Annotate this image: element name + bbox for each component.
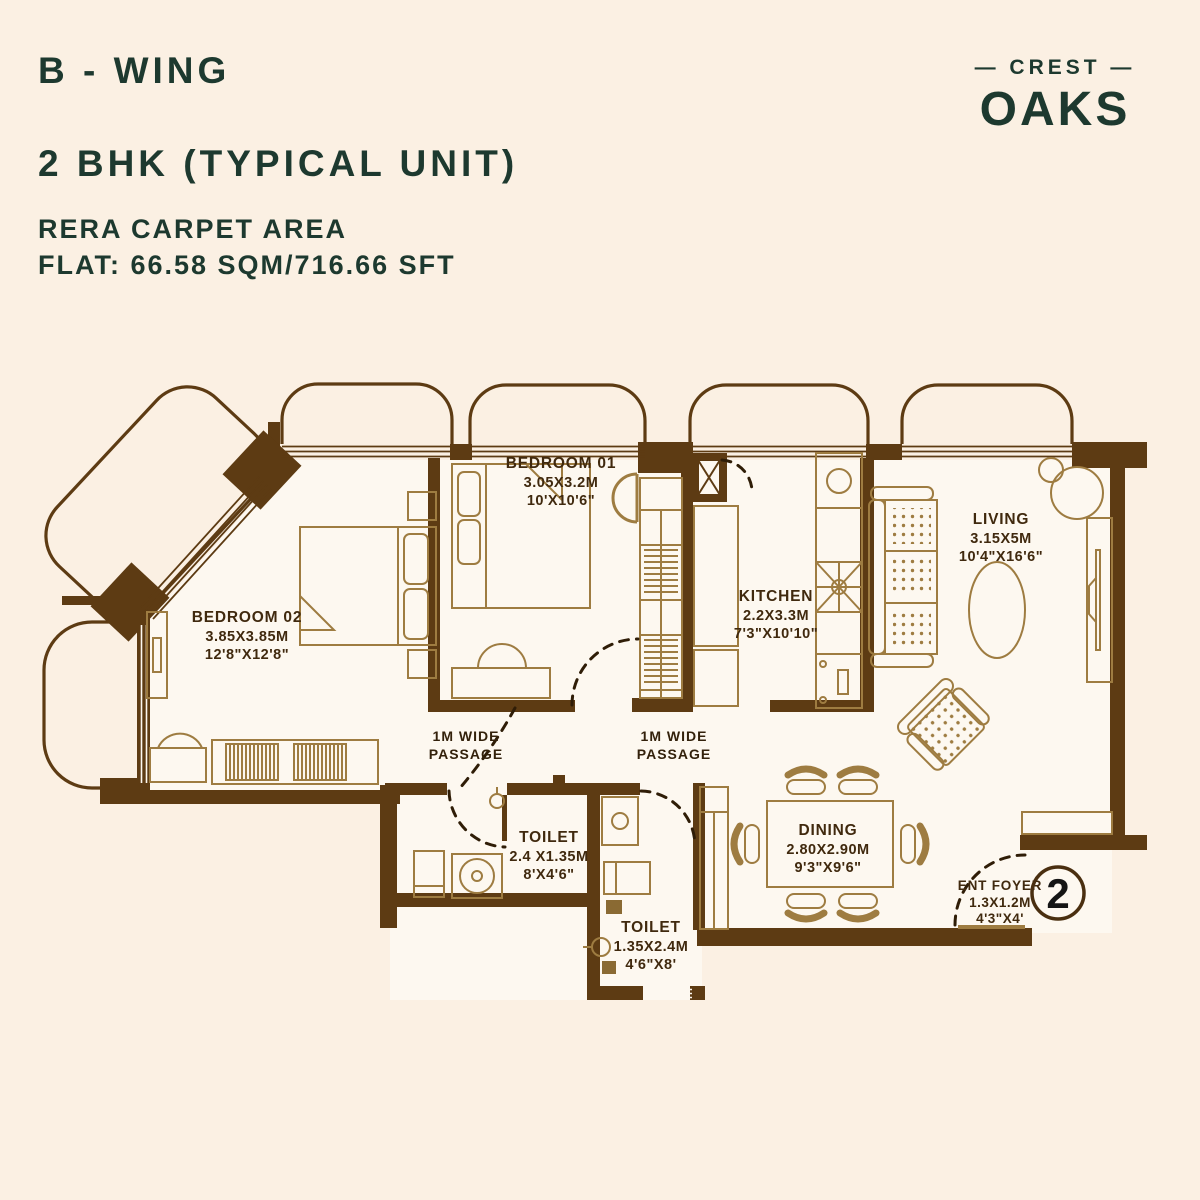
toilet1-cabinet [413, 850, 445, 898]
kitchen-counter-left [693, 505, 739, 647]
room-labels: BEDROOM 01 3.05X3.2M 10'X10'6" BEDROOM 0… [192, 455, 1043, 973]
label-passage1: 1M WIDE [433, 728, 500, 744]
carpet-area-label: RERA CARPET AREA [38, 213, 348, 244]
plan-header: B - WING 2 BHK (TYPICAL UNIT) RERA CARPE… [38, 48, 518, 284]
balcony-window-corner [44, 385, 270, 615]
shaft-cross-icon [697, 459, 721, 496]
svg-text:1.3X1.2M: 1.3X1.2M [969, 895, 1031, 910]
balcony-window-4 [900, 383, 1074, 444]
stove-icon [815, 561, 863, 613]
balcony-window-3 [688, 383, 870, 444]
svg-text:3.05X3.2M: 3.05X3.2M [524, 475, 599, 491]
kitchen-furniture [693, 452, 863, 709]
carpet-area-value: FLAT: 66.58 SQM/716.66 SFT [38, 250, 456, 281]
wing-title: B - WING 2 BHK (TYPICAL UNIT) [38, 48, 518, 187]
svg-text:4'3"X4': 4'3"X4' [976, 911, 1024, 926]
duct-shaft [697, 459, 721, 496]
armchair [896, 677, 990, 771]
svg-text:10'4"X16'6": 10'4"X16'6" [959, 549, 1043, 565]
washing-machine-icon [451, 853, 503, 899]
toilet-window-glass [644, 988, 692, 999]
svg-text:7'3"X10'10": 7'3"X10'10" [734, 626, 818, 642]
passage-door-swing [458, 706, 517, 790]
balcony-window-left [42, 620, 140, 790]
toilet2-door-swing [639, 789, 697, 847]
rug-oval [968, 561, 1026, 659]
bed01-furniture [451, 463, 639, 699]
washbasin-icon [601, 796, 639, 846]
living-furniture [868, 457, 1113, 771]
label-toilet2: TOILET [621, 919, 681, 936]
fridge-handle [837, 669, 849, 695]
label-passage2: 1M WIDE [641, 728, 708, 744]
svg-text:9'3"X9'6": 9'3"X9'6" [794, 860, 861, 876]
balcony-window-1 [280, 382, 454, 444]
entrance-door-swing [953, 853, 1027, 927]
unit-number: 2 [1046, 870, 1069, 917]
svg-text:3.15X5M: 3.15X5M [970, 531, 1032, 547]
wing-title-line1: B - WING [38, 50, 231, 91]
kitchen-counter-right [815, 452, 863, 709]
toilet2-fixtures [583, 796, 651, 974]
svg-text:12'8"X12'8": 12'8"X12'8" [205, 647, 289, 663]
dresser-bed02 [211, 739, 379, 785]
label-bedroom02: BEDROOM 02 [192, 609, 303, 626]
svg-text:3.85X3.85M: 3.85X3.85M [205, 629, 288, 645]
carpet-area: RERA CARPET AREA FLAT: 66.58 SQM/716.66 … [38, 211, 518, 284]
wing-title-line2: 2 BHK (TYPICAL UNIT) [38, 142, 519, 184]
svg-text:4'6"X8': 4'6"X8' [625, 957, 676, 973]
plant-icon-large [1050, 466, 1104, 520]
toilet1-fixtures [413, 787, 505, 899]
wardrobe-bed02 [146, 611, 168, 699]
label-bedroom01: BEDROOM 01 [506, 455, 617, 472]
label-toilet1: TOILET [519, 829, 579, 846]
svg-text:1.35X2.4M: 1.35X2.4M [614, 939, 689, 955]
furniture [146, 452, 1113, 974]
svg-text:10'X10'6": 10'X10'6" [527, 493, 595, 509]
entrance-door [958, 811, 1113, 929]
walls [62, 422, 1147, 1000]
label-dining: DINING [798, 822, 857, 839]
svg-text:PASSAGE: PASSAGE [429, 746, 503, 762]
kitchen-sink-icon [826, 468, 852, 494]
door-swing-bed01 [611, 472, 639, 524]
windows [140, 445, 1072, 999]
balcony-projections [42, 382, 1074, 790]
brand-logo: — CREST — OAKS [960, 56, 1150, 137]
wc-icon [603, 861, 651, 895]
bed01-door-swing [570, 637, 640, 707]
balcony-window-2 [468, 383, 647, 444]
svg-text:2.80X2.90M: 2.80X2.90M [786, 842, 869, 858]
bed02-furniture [146, 491, 437, 785]
stool-bed02 [149, 747, 207, 783]
tv-unit [1086, 517, 1113, 683]
label-ent-foyer: ENT FOYER [958, 878, 1042, 893]
floor-passage [434, 700, 874, 792]
dining-table [766, 800, 894, 888]
unit-number-badge: 2 [1030, 865, 1086, 921]
toilet1-door-swing [447, 789, 507, 849]
svg-text:2.2X3.3M: 2.2X3.3M [743, 608, 809, 624]
label-living: LIVING [973, 511, 1029, 528]
dining-furniture [699, 765, 930, 930]
svg-text:8'X4'6": 8'X4'6" [523, 867, 574, 883]
door-swings [447, 458, 1027, 927]
sofa [884, 499, 938, 655]
brand-logo-name: OAKS [979, 83, 1131, 136]
brand-logo-top: — CREST — [974, 56, 1136, 79]
bay-window-glass [140, 476, 272, 620]
wardrobe-column [639, 477, 683, 699]
tv-icon [1088, 575, 1097, 625]
svg-text:PASSAGE: PASSAGE [637, 746, 711, 762]
dresser-bed01 [451, 667, 551, 699]
label-kitchen: KITCHEN [739, 588, 814, 605]
svg-text:2.4 X1.35M: 2.4 X1.35M [509, 849, 588, 865]
kitchen-door-swing [720, 458, 754, 494]
